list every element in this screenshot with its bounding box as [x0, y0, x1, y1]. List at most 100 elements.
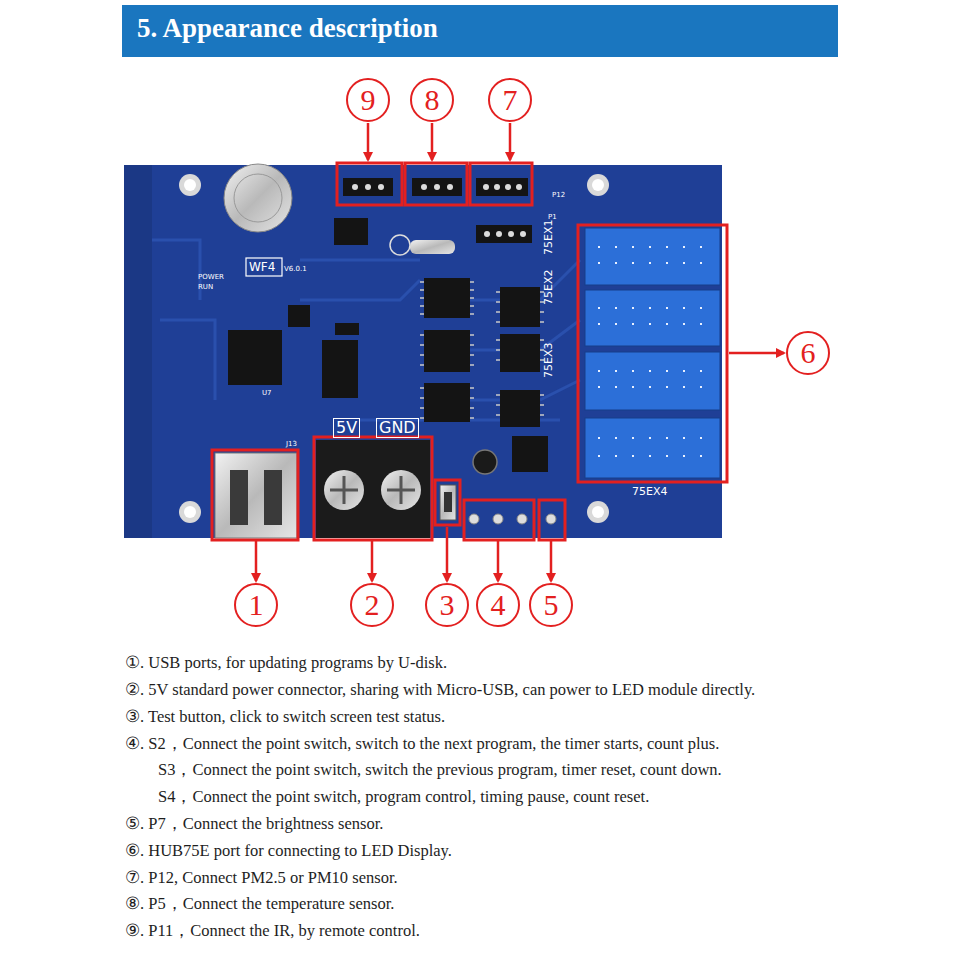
board-graphic [316, 440, 430, 538]
board-graphic [246, 258, 282, 276]
board-graphic [464, 500, 534, 540]
board-graphic [598, 246, 702, 457]
board-graphic [469, 514, 479, 524]
board-graphic [496, 231, 502, 237]
board-graphic [476, 225, 532, 243]
board-graphic [500, 390, 540, 427]
board-graphic [550, 541, 553, 581]
board-graphic [585, 352, 720, 410]
board-graphic [592, 179, 604, 191]
port-label: 75EX2 [543, 270, 554, 305]
description-line: S3，Connect the point switch, switch the … [158, 762, 722, 779]
board-graphic [424, 383, 470, 422]
hub75-connectors [585, 228, 720, 478]
board-graphic [585, 228, 720, 285]
board-graphic [424, 330, 470, 372]
board-graphic [212, 450, 298, 540]
board-graphic [508, 231, 514, 237]
board-graphic [500, 287, 540, 327]
leader-arrows [256, 123, 784, 581]
board-graphic [539, 500, 565, 540]
highlight-boxes [212, 163, 727, 540]
board-graphic [405, 163, 467, 205]
board-silkscreen: P12 [552, 192, 565, 199]
board-graphic [378, 184, 384, 190]
board-graphic [440, 485, 456, 520]
callout-number: 4 [491, 590, 506, 620]
board-graphic [447, 184, 453, 190]
board-graphic [494, 184, 500, 190]
board-graphic [496, 340, 544, 360]
board-graphic [228, 330, 282, 385]
power-pin-label: GND [376, 418, 419, 438]
callout-number: 2 [365, 590, 380, 620]
callout-number: 8 [425, 85, 440, 115]
board-graphic [500, 334, 540, 372]
board-graphic [493, 514, 503, 524]
board-graphic [585, 290, 720, 346]
board-graphic [314, 437, 432, 540]
callout-number: 6 [801, 338, 816, 368]
board-graphic [420, 282, 544, 418]
board-graphic [435, 480, 460, 525]
description-line: S4，Connect the point switch, program con… [158, 789, 649, 806]
board-graphic [255, 541, 258, 581]
board-graphic [473, 450, 497, 474]
description-line: ⑧. P5，Connect the temperature sensor. [125, 896, 394, 913]
board-graphic [352, 184, 526, 237]
board-silkscreen: POWER [198, 274, 224, 281]
callout-number: 1 [249, 590, 264, 620]
board-graphic [330, 476, 358, 504]
page-heading: 5. Appearance description [137, 13, 438, 44]
board-graphic [288, 305, 310, 327]
board-graphic [224, 164, 292, 232]
board-graphic [517, 514, 527, 524]
board-graphic [729, 352, 784, 355]
board-graphic [337, 163, 402, 205]
callout-circle: 4 [476, 583, 520, 627]
callout-circle: 3 [425, 583, 469, 627]
description-line: ④. S2，Connect the point switch, switch t… [125, 736, 719, 753]
header-bar [122, 5, 838, 57]
board-graphic [352, 184, 358, 190]
board-graphic [215, 453, 297, 538]
board-graphic [335, 323, 359, 335]
description-line: ⑤. P7，Connect the brightness sensor. [125, 816, 383, 833]
board-graphic [324, 470, 364, 510]
board-graphic [387, 476, 415, 504]
board-graphic [446, 527, 449, 581]
board-graphic [434, 184, 440, 190]
board-graphic [184, 179, 196, 191]
callout-circle: 2 [350, 583, 394, 627]
board-graphic [420, 335, 474, 365]
callout-number: 5 [544, 590, 559, 620]
board-graphic [496, 395, 544, 415]
board-graphic [592, 506, 604, 518]
description-line: ③. Test button, click to switch screen t… [125, 709, 445, 726]
board-graphic [365, 184, 371, 190]
board-graphic [431, 123, 434, 160]
board-graphic [516, 184, 522, 190]
power-pin-label: 5V [333, 418, 360, 438]
board-silkscreen: V6.0.1 [284, 266, 307, 273]
callout-circle: 8 [410, 78, 454, 122]
board-graphic [264, 470, 282, 525]
board-graphic [184, 506, 196, 518]
callout-circle: 1 [234, 583, 278, 627]
board-graphic [444, 492, 452, 512]
board-graphic [390, 235, 410, 255]
board-graphic [520, 231, 526, 237]
board-graphic [410, 240, 455, 254]
description-line: ⑥. HUB75E port for connecting to LED Dis… [125, 843, 452, 860]
board-graphic [476, 178, 528, 196]
board-graphic [381, 470, 421, 510]
board-graphic [496, 292, 544, 322]
port-label: 75EX3 [543, 343, 554, 378]
board-graphic [509, 123, 512, 160]
callout-number: 3 [440, 590, 455, 620]
port-label: 75EX1 [543, 220, 554, 255]
board-graphic [598, 246, 702, 264]
board-graphic [587, 174, 609, 196]
description-line: ②. 5V standard power connector, sharing … [125, 682, 755, 699]
